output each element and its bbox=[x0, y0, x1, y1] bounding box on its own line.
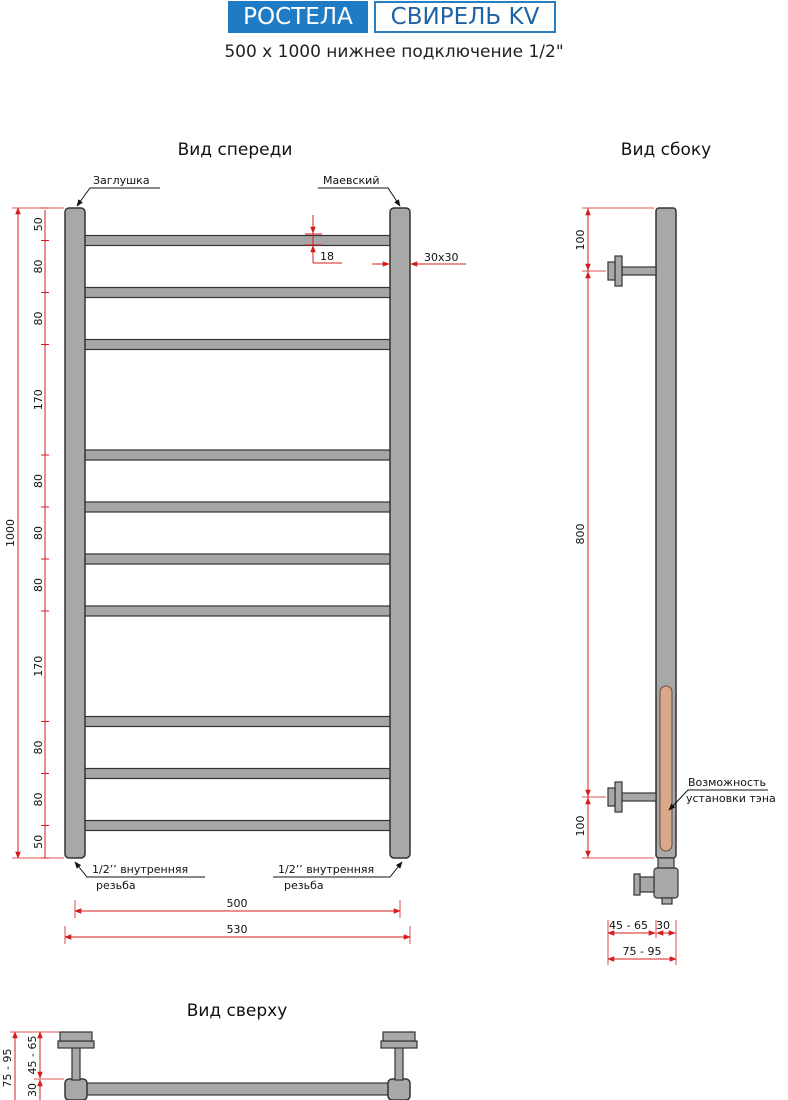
thread-right-line1: 1/2’’ внутренняя bbox=[278, 863, 374, 876]
brand-logo: РОСТЕЛА bbox=[228, 1, 368, 33]
side-dim-bottom: 100 bbox=[574, 816, 587, 837]
thread-right-callout: 1/2’’ внутренняя резьба bbox=[273, 861, 403, 892]
plug-callout: Заглушка bbox=[76, 174, 160, 207]
spacing-value: 80 bbox=[32, 793, 45, 807]
top-view-title: Вид сверху bbox=[187, 1001, 288, 1021]
spacing-value: 170 bbox=[32, 389, 45, 410]
rungs-group bbox=[83, 234, 393, 832]
rung bbox=[83, 286, 393, 299]
side-vertical-dims: 100 800 100 bbox=[574, 207, 654, 859]
bottom-fitting bbox=[633, 857, 679, 905]
rung bbox=[83, 715, 393, 728]
spacing-value: 80 bbox=[32, 260, 45, 274]
rung-diameter-value: 18 bbox=[320, 250, 334, 263]
rung bbox=[83, 234, 393, 247]
width-inner-value: 500 bbox=[227, 897, 248, 910]
heater-note: Возможность установки тэна bbox=[668, 776, 776, 811]
spacing-value: 80 bbox=[32, 312, 45, 326]
side-dim-depth: 75 - 95 bbox=[623, 945, 662, 958]
page-subtitle: 500 x 1000 нижнее подключение 1/2" bbox=[224, 42, 564, 62]
top-right-post bbox=[387, 1078, 411, 1100]
width-outer-value: 530 bbox=[227, 923, 248, 936]
heater-note-line1: Возможность bbox=[688, 776, 766, 789]
top-rung bbox=[81, 1082, 393, 1096]
thread-left-line2: резьба bbox=[96, 879, 136, 892]
top-dim-offset: 45 - 65 bbox=[26, 1036, 39, 1075]
spacing-value: 50 bbox=[32, 217, 45, 231]
front-view-title: Вид спереди bbox=[178, 140, 293, 160]
heater-element bbox=[659, 685, 673, 852]
spacing-value: 50 bbox=[32, 835, 45, 849]
rung bbox=[83, 605, 393, 617]
rung bbox=[83, 501, 393, 513]
width-inner-dim: 500 bbox=[74, 897, 401, 918]
spacing-value: 80 bbox=[32, 741, 45, 755]
front-view: Вид спереди Заглушка Маевский 18 bbox=[4, 140, 466, 944]
rung bbox=[83, 767, 393, 780]
side-view-title: Вид сбоку bbox=[621, 140, 711, 160]
side-dim-top: 100 bbox=[574, 230, 587, 251]
plug-label: Заглушка bbox=[93, 174, 150, 187]
heater-note-line2: установки тэна bbox=[686, 792, 776, 805]
rung bbox=[83, 338, 393, 351]
spacing-value: 80 bbox=[32, 474, 45, 488]
spacing-dimension-chain: 50 80 80 170 80 80 80 170 80 80 50 bbox=[32, 207, 49, 859]
rung bbox=[83, 449, 393, 461]
top-dim-depth: 75 - 95 bbox=[1, 1049, 14, 1088]
mayevsky-label: Маевский bbox=[323, 174, 379, 187]
side-dim-offset: 45 - 65 bbox=[609, 919, 648, 932]
left-post bbox=[64, 207, 86, 859]
post-section-value: 30x30 bbox=[424, 251, 459, 264]
thread-left-line1: 1/2’’ внутренняя bbox=[92, 863, 188, 876]
side-horizontal-dims: 45 - 65 30 75 - 95 bbox=[607, 919, 677, 965]
header: РОСТЕЛА СВИРЕЛЬ KV 500 x 1000 нижнее под… bbox=[0, 0, 788, 70]
side-dim-post: 30 bbox=[656, 919, 670, 932]
spacing-value: 170 bbox=[32, 656, 45, 677]
spacing-value: 80 bbox=[32, 526, 45, 540]
width-outer-dim: 530 bbox=[64, 923, 411, 944]
side-view: Вид сбоку bbox=[574, 140, 776, 965]
total-height-value: 1000 bbox=[4, 519, 17, 547]
thread-left-callout: 1/2’’ внутренняя резьба bbox=[74, 861, 205, 892]
post-section-dim: 30x30 bbox=[372, 251, 466, 267]
side-bracket-top bbox=[607, 255, 657, 287]
model-name: СВИРЕЛЬ KV bbox=[374, 1, 556, 33]
right-post bbox=[389, 207, 411, 859]
rung-diameter-dim: 18 bbox=[305, 215, 342, 264]
rung bbox=[83, 819, 393, 832]
top-view: Вид сверху 75 - 95 30 45 - 65 bbox=[1, 1001, 418, 1100]
mayevsky-callout: Маевский bbox=[318, 174, 401, 207]
top-dim-post: 30 bbox=[26, 1083, 39, 1097]
spacing-value: 80 bbox=[32, 578, 45, 592]
top-view-dims: 75 - 95 30 45 - 65 bbox=[1, 1031, 64, 1100]
total-height-dim: 1000 bbox=[4, 207, 64, 859]
side-bracket-bottom bbox=[607, 781, 657, 813]
rung bbox=[83, 553, 393, 565]
top-left-bracket bbox=[57, 1031, 95, 1081]
side-dim-middle: 800 bbox=[574, 524, 587, 545]
top-left-post bbox=[64, 1078, 88, 1100]
top-right-bracket bbox=[380, 1031, 418, 1081]
thread-right-line2: резьба bbox=[284, 879, 324, 892]
